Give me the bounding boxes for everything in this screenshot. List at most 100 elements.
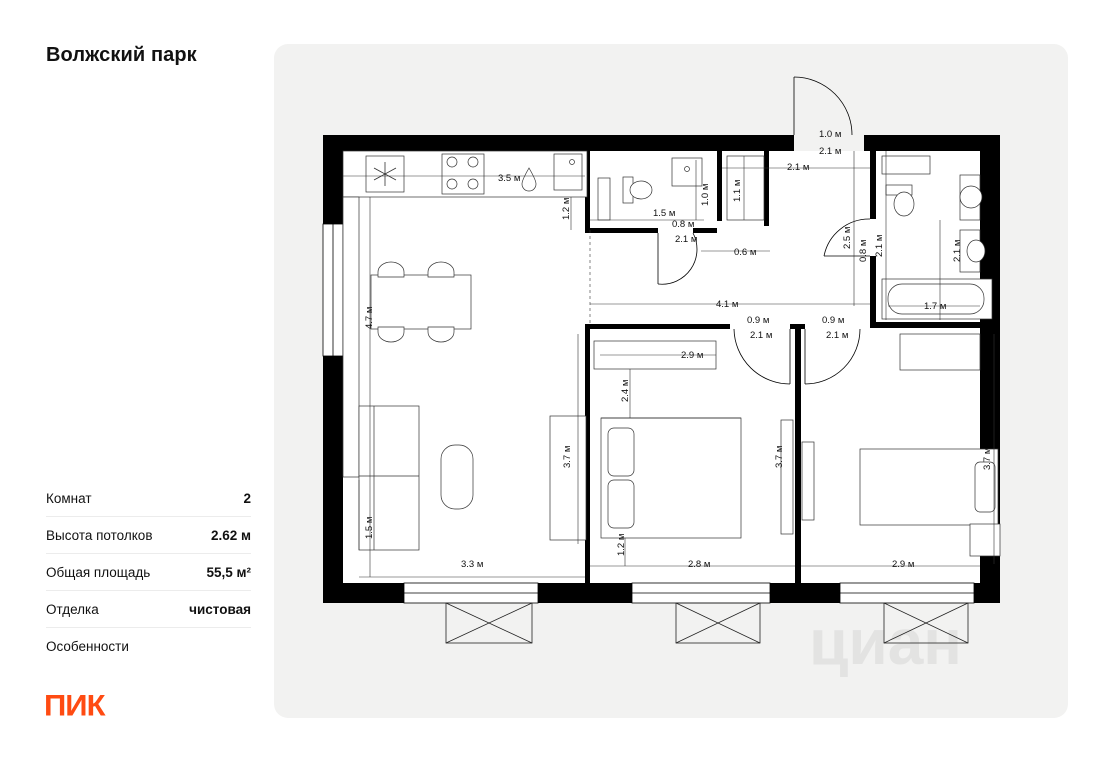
spec-finish: Отделка чистовая: [46, 591, 251, 628]
snowflake-icon: [373, 162, 397, 186]
dim-bed2-door-height: 2.1 м: [826, 330, 848, 341]
spec-label: Отделка: [46, 601, 99, 617]
spec-value: чистовая: [189, 601, 251, 617]
pillow: [607, 427, 635, 477]
dim-hall-length: 2.5 м: [842, 227, 853, 249]
snowflake-stroke: [373, 167, 397, 181]
dim-living-depth: 3.7 м: [562, 446, 573, 468]
dim-bed1-door-width: 0.9 м: [747, 315, 769, 326]
wc-fixtures: [597, 157, 703, 221]
burner: [446, 178, 458, 190]
spec-label: Особенности: [46, 638, 129, 654]
closet: [726, 155, 765, 221]
wall-top-left: [323, 135, 794, 151]
bedroom2-wardrobe: [899, 333, 981, 371]
spec-value: 2: [243, 490, 251, 506]
interior-walls: [585, 151, 980, 583]
dim-bath-depth: 2.1 м: [952, 240, 963, 262]
wall-wc-bottom-right: [693, 228, 717, 233]
dim-bed1-bottom-gap: 1.2 м: [616, 534, 627, 556]
entry-door[interactable]: [793, 76, 853, 136]
wall-wc-bottom: [585, 228, 658, 233]
spec-features: Особенности: [46, 628, 251, 664]
spec-label: Высота потолков: [46, 527, 153, 543]
bath-door[interactable]: [823, 218, 871, 257]
wall-wc-left: [585, 151, 590, 231]
wall-left: [323, 135, 343, 603]
hall-closet: [726, 155, 765, 221]
kitchen-furniture: [342, 150, 588, 478]
balcony-cross: [883, 602, 969, 644]
wall-bedroom-divider: [795, 324, 801, 583]
kitchen-sink: [553, 153, 583, 191]
chair: [427, 261, 455, 278]
dim-living-length: 4.7 м: [364, 307, 375, 329]
chair: [377, 326, 405, 343]
wc-door[interactable]: [657, 232, 698, 285]
bedroom2-furniture: [801, 333, 1001, 557]
dimension-labels: 3.5 м 1.2 м 4.7 м 1.5 м 3.3 м 3.7 м 1.5 …: [364, 129, 993, 570]
left-window: [322, 223, 344, 357]
dimension-lines: [343, 151, 995, 578]
wall-bedroom1-left: [585, 324, 590, 583]
dim-wc-depth: 1.0 м: [700, 184, 711, 206]
spec-total-area: Общая площадь 55,5 м²: [46, 554, 251, 591]
dim-bath-door-width: 0.8 м: [858, 240, 869, 262]
dim-bed2-depth: 3.7 м: [982, 448, 993, 470]
entry-door-swing: [793, 76, 853, 136]
dining-set: [370, 261, 472, 343]
living-furniture: [358, 405, 587, 551]
balcony-cross: [445, 602, 533, 644]
sink-drain: [684, 166, 690, 172]
dim-bed1-width: 2.8 м: [688, 559, 710, 570]
burner: [467, 156, 479, 168]
bathroom-fixtures: [881, 155, 993, 320]
pik-logo: ПИК: [44, 688, 105, 723]
dim-kitchen-niche: 1.2 м: [561, 198, 572, 220]
bottom-windows: [403, 582, 975, 604]
dining-table: [370, 274, 472, 330]
wall-bath-left-upper: [870, 151, 876, 219]
bath-cabinet: [881, 155, 931, 175]
wall-closet-right: [764, 151, 769, 226]
nightstand: [969, 523, 1001, 557]
coffee-table: [440, 444, 474, 510]
burner: [446, 156, 458, 168]
chair: [377, 261, 405, 278]
wc-sink: [671, 157, 703, 187]
dim-bathtub-length: 1.7 м: [924, 301, 946, 312]
balconies: [445, 602, 969, 644]
sink-drain: [569, 159, 575, 165]
wall-bath-left-lower: [870, 256, 876, 328]
sofa: [358, 405, 420, 551]
bedroom1-door[interactable]: [733, 328, 791, 385]
dim-corridor-length: 4.1 м: [716, 299, 738, 310]
project-title: Волжский парк: [46, 44, 197, 66]
toilet-bowl-2: [893, 191, 915, 217]
dim-bed1-bed-gap: 2.4 м: [620, 380, 631, 402]
dim-sofa-depth: 1.5 м: [364, 517, 375, 539]
dim-closet-width: 1.1 м: [732, 180, 743, 202]
interior-doors: [657, 218, 871, 385]
bedroom2-door-swing: [804, 328, 861, 385]
washing-machine-drum: [959, 185, 983, 209]
bedroom2-door[interactable]: [804, 328, 861, 385]
water-drop-icon: [521, 167, 537, 192]
tv-unit: [549, 415, 587, 541]
pillow: [607, 479, 635, 529]
balcony-bedroom-1: [675, 602, 761, 644]
floor-plan: циан: [322, 76, 1001, 678]
bathtub-basin: [887, 283, 985, 315]
spec-label: Общая площадь: [46, 564, 151, 580]
dim-entry-door-width: 1.0 м: [819, 129, 841, 140]
pillow: [974, 461, 996, 513]
spec-value: 2.62 м: [210, 527, 251, 543]
dim-living-width: 3.3 м: [461, 559, 483, 570]
spec-label: Комнат: [46, 490, 92, 506]
spec-value: 55,5 м²: [206, 564, 251, 580]
apartment-specs: Комнат 2 Высота потолков 2.62 м Общая пл…: [46, 480, 251, 664]
wall-wc-right: [717, 151, 722, 221]
dim-bed2-width: 2.9 м: [892, 559, 914, 570]
balcony-living: [445, 602, 533, 644]
balcony-cross: [675, 602, 761, 644]
